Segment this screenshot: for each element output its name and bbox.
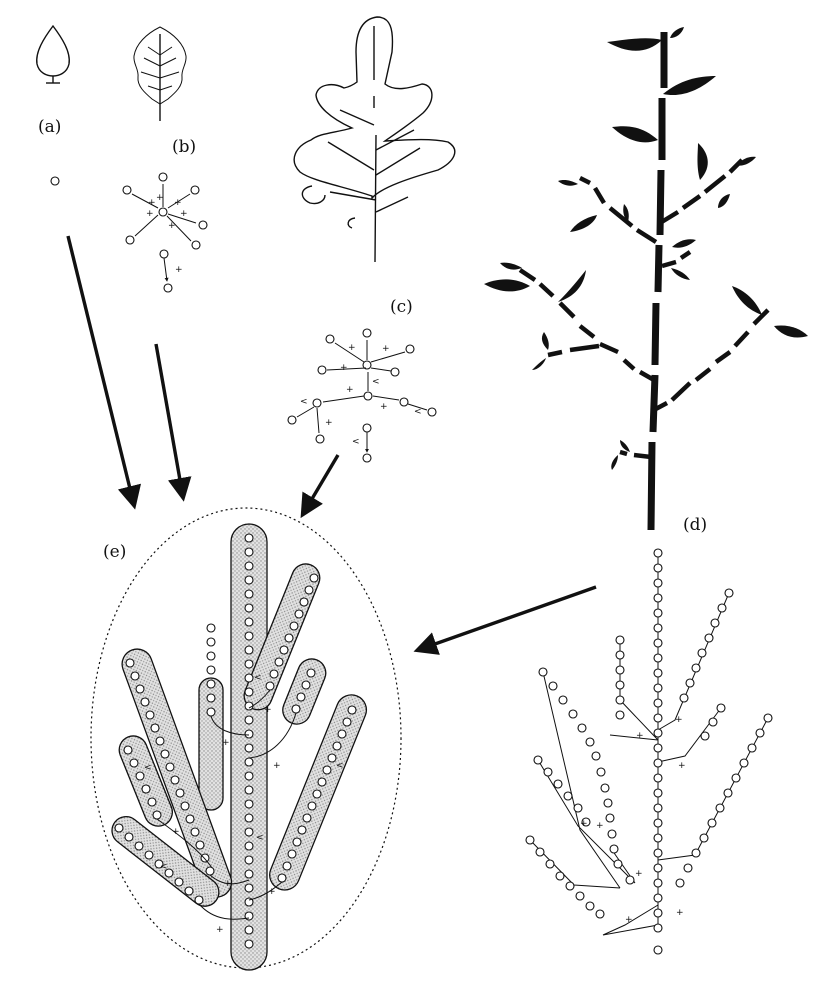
label-a: (a) xyxy=(38,117,61,137)
branch-module xyxy=(111,815,220,907)
node-graph-b: + + + + + + + xyxy=(122,172,208,293)
sign-less: < xyxy=(300,397,308,407)
sign-plus: + xyxy=(382,344,390,354)
sign-plus: + xyxy=(635,869,643,879)
sign-plus: + xyxy=(268,887,276,897)
sign-plus: + xyxy=(156,193,164,203)
sign-plus: + xyxy=(222,738,230,748)
label-c: (c) xyxy=(390,297,413,317)
branch-module xyxy=(282,658,327,725)
sign-plus: + xyxy=(636,731,644,741)
label-b: (b) xyxy=(172,137,196,157)
sign-plus: + xyxy=(625,915,633,925)
sign-less: < xyxy=(372,377,380,387)
sign-less: < xyxy=(414,407,422,417)
label-e: (e) xyxy=(103,542,126,562)
leaf-a-icon xyxy=(36,24,70,77)
sign-plus: + xyxy=(678,761,686,771)
arrow-d-to-e xyxy=(413,585,597,655)
branch-module xyxy=(118,735,173,827)
sign-plus: + xyxy=(676,908,684,918)
sign-plus: + xyxy=(148,198,156,208)
sign-plus: + xyxy=(348,343,356,353)
panel-e: (e) + + + < < < xyxy=(90,507,402,971)
sign-plus: + xyxy=(580,819,588,829)
node-chain xyxy=(525,548,773,955)
arrow-c-to-e xyxy=(300,454,340,519)
panel-a: (a) xyxy=(36,24,70,186)
panel-d: (d) xyxy=(484,27,808,535)
panel-b: (b) + + + + + + + xyxy=(122,26,208,293)
sign-less: < xyxy=(144,763,152,773)
sign-plus: + xyxy=(264,705,272,715)
label-d: (d) xyxy=(683,515,707,535)
sign-less: < xyxy=(160,862,168,872)
module-signs: + + + < < < + + + + < < xyxy=(144,673,344,935)
sign-plus: + xyxy=(325,418,333,428)
module-node-chains xyxy=(114,533,357,949)
sign-plus: + xyxy=(168,221,176,231)
sign-less: < xyxy=(254,673,262,683)
arrow-a-to-e xyxy=(66,235,142,510)
arrow-b-to-e xyxy=(154,343,192,502)
leaf-cluster xyxy=(484,27,808,470)
sign-plus: + xyxy=(380,402,388,412)
node-graph-d: + + + + + + + + xyxy=(525,548,773,955)
sign-plus: + xyxy=(146,209,154,219)
transformation-arrows xyxy=(66,235,597,655)
sign-plus: + xyxy=(216,925,224,935)
lobed-leaf-icon xyxy=(293,16,456,200)
node-graph-c: + + + < + < + < + < xyxy=(287,328,437,463)
branch-module xyxy=(198,677,224,811)
panel-c: (c) + + + < + < + < + < xyxy=(287,16,456,463)
shaded-modules xyxy=(111,523,368,971)
sign-less: < xyxy=(352,437,360,447)
sign-plus: + xyxy=(175,265,183,275)
sign-plus: + xyxy=(596,821,604,831)
node-a xyxy=(50,176,60,186)
sign-plus: + xyxy=(346,385,354,395)
sign-plus: + xyxy=(340,363,348,373)
sign-plus: + xyxy=(174,198,182,208)
sign-plus: + xyxy=(180,209,188,219)
sign-plus: + xyxy=(675,715,683,725)
module-connectors xyxy=(156,689,297,920)
sign-plus: + xyxy=(273,761,281,771)
sign-less: < xyxy=(336,761,344,771)
sign-less: < xyxy=(256,833,264,843)
sign-plus: + xyxy=(172,827,180,837)
sign-plus: + xyxy=(224,879,232,889)
